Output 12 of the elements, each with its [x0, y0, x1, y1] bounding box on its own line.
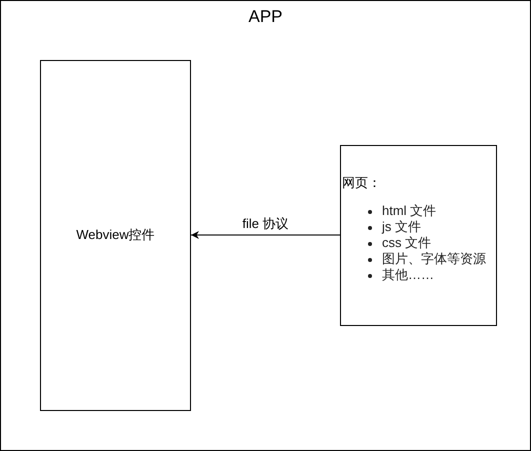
list-item: html 文件: [381, 203, 438, 219]
list-item: 图片、字体等资源: [381, 251, 486, 267]
list-item: css 文件: [381, 235, 432, 251]
heading: 网页：: [342, 175, 381, 191]
webview-box: [40, 60, 191, 411]
title: APP: [247, 7, 284, 27]
list-item: 其他……: [381, 267, 435, 283]
edge-label: file 协议: [240, 216, 291, 231]
webpage-box: [340, 145, 497, 326]
arrow: [190, 231, 340, 239]
box-label: Webview控件: [75, 227, 156, 243]
list-item: js 文件: [381, 219, 422, 235]
